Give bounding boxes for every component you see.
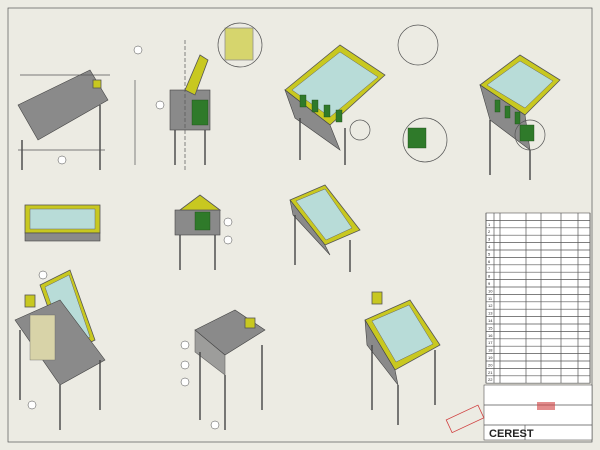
table-item-number: 1 [488, 222, 491, 227]
iso-view-rear [180, 309, 266, 430]
top-view [24, 204, 101, 242]
title-block: CEREST [445, 384, 593, 441]
stamp [537, 402, 555, 410]
table-item-number: 5 [488, 251, 491, 256]
table-item-number: 3 [488, 237, 491, 242]
table-item-number: 14 [488, 318, 493, 323]
section-view-aa [479, 54, 561, 180]
table-item-number: 6 [488, 259, 491, 264]
side-view-1 [17, 69, 136, 170]
table-item-number: 2 [488, 229, 491, 234]
approval-stamp [445, 404, 485, 434]
table-item-number: 22 [488, 377, 493, 382]
table-item-number: 8 [488, 274, 491, 279]
section-view-iso [217, 22, 448, 165]
table-item-number: 19 [488, 355, 493, 360]
table-item-number: 18 [488, 348, 493, 353]
table-item-number: 11 [488, 296, 493, 301]
table-item-number: 15 [488, 325, 493, 330]
table-item-number: 12 [488, 303, 493, 308]
end-view [133, 40, 211, 170]
company-logo: CEREST [489, 428, 534, 440]
table-item-number: 9 [488, 281, 491, 286]
table-item-number: 4 [488, 244, 491, 249]
table-item-number: 21 [488, 370, 493, 375]
iso-view-front [364, 291, 441, 425]
table-item-number: 10 [488, 288, 493, 293]
table-item-number: 17 [488, 340, 493, 345]
parts-table-background [485, 212, 591, 384]
table-item-number: 13 [488, 311, 493, 316]
table-item-number: 20 [488, 362, 493, 367]
sheet-border [7, 7, 593, 443]
table-item-number: 16 [488, 333, 493, 338]
iso-view-open-lid [14, 269, 106, 430]
section-view-bb [174, 194, 233, 270]
iso-view-middle [289, 184, 361, 272]
table-item-number: 7 [488, 266, 491, 271]
